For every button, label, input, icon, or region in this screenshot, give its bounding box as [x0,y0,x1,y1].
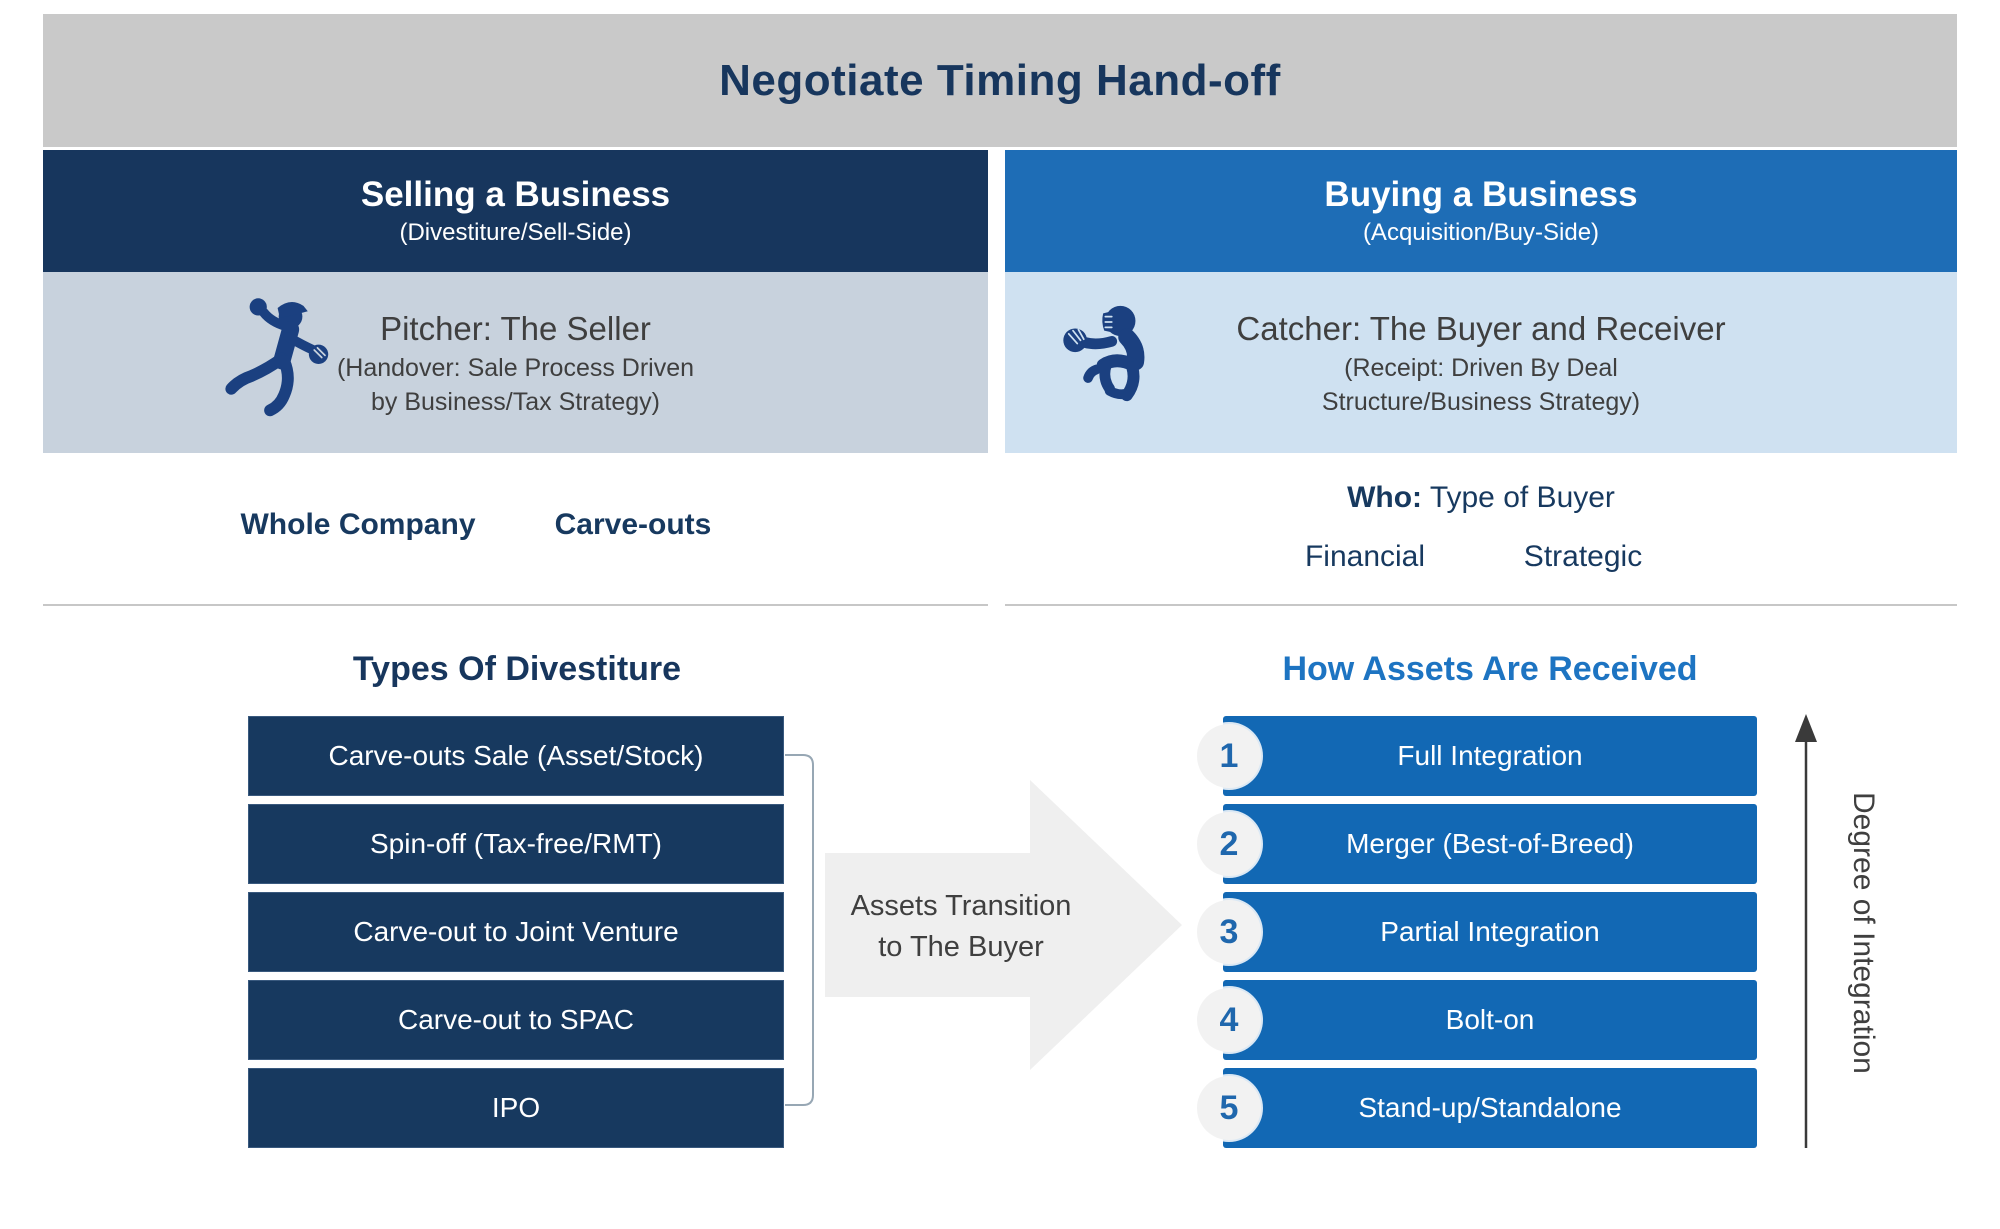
integration-bar-3: Partial Integration [1223,892,1757,972]
transition-line-1: Assets Transition [850,890,1072,922]
pitcher-role-title: Pitcher: The Seller [380,309,651,347]
integration-axis-arrow [1790,712,1830,1152]
integration-bar-1: Full Integration [1223,716,1757,796]
scope-label-whole-company: Whole Company [240,508,476,541]
pitcher-role-band: Pitcher: The Seller (Handover: Sale Proc… [43,272,988,453]
divestiture-bar-1: Carve-outs Sale (Asset/Stock) [248,716,784,796]
divestiture-bar-3: Carve-out to Joint Venture [248,892,784,972]
buying-header: Buying a Business [1324,175,1638,214]
integration-bar-5: Stand-up/Standalone [1223,1068,1757,1148]
step-number-4: 4 [1197,988,1261,1052]
buying-subheader: (Acquisition/Buy-Side) [1362,219,1600,246]
transition-arrow-text: Assets Transition to The Buyer [833,886,1089,968]
divestiture-bar-2: Spin-off (Tax-free/RMT) [248,804,784,884]
step-number-5: 5 [1197,1076,1261,1140]
transition-arrow [820,775,1190,1075]
who-rest: Type of Buyer [1429,481,1615,514]
scope-label-carve-outs: Carve-outs [554,508,712,541]
title-band: Negotiate Timing Hand-off [43,14,1957,147]
catcher-role-sub-line2: Structure/Business Strategy) [1321,387,1641,416]
divider-right [1005,604,1957,606]
integration-bar-2: Merger (Best-of-Breed) [1223,804,1757,884]
who-type-of-buyer: Who: Type of Buyer [1347,481,1615,515]
selling-header: Selling a Business [360,175,671,214]
selling-header-panel: Selling a Business (Divestiture/Sell-Sid… [43,150,988,272]
page-title: Negotiate Timing Hand-off [719,55,1281,105]
step-number-3: 3 [1197,900,1261,964]
step-number-1: 1 [1197,724,1261,788]
pitcher-role-sub-line2: by Business/Tax Strategy) [370,387,660,416]
pitcher-role-sub-line1: (Handover: Sale Process Driven [336,353,695,382]
transition-line-2: to The Buyer [878,931,1044,963]
catcher-role-sub-line1: (Receipt: Driven By Deal [1344,353,1618,382]
buying-header-panel: Buying a Business (Acquisition/Buy-Side) [1005,150,1957,272]
integration-bar-4: Bolt-on [1223,980,1757,1060]
catcher-role-band: Catcher: The Buyer and Receiver (Receipt… [1005,272,1957,453]
buyer-type-financial: Financial [1304,540,1426,573]
catcher-role-title: Catcher: The Buyer and Receiver [1236,309,1726,347]
buyer-type-strategic: Strategic [1523,540,1643,573]
catcher-text-block: Catcher: The Buyer and Receiver (Receipt… [1005,272,1957,453]
divider-left [43,604,988,606]
integration-axis-label: Degree of Integration [1847,792,1880,1074]
baseball-pitcher-icon [223,294,343,434]
divestiture-group-bracket [783,748,823,1113]
how-assets-received-heading: How Assets Are Received [1282,650,1698,688]
divestiture-bar-5: IPO [248,1068,784,1148]
pitcher-text-block: Pitcher: The Seller (Handover: Sale Proc… [43,272,988,453]
types-of-divestiture-heading: Types Of Divestiture [352,650,682,688]
divestiture-bar-4: Carve-out to SPAC [248,980,784,1060]
who-label: Who: [1347,481,1423,514]
baseball-catcher-icon [1055,294,1175,434]
step-number-2: 2 [1197,812,1261,876]
selling-subheader: (Divestiture/Sell-Side) [399,219,632,246]
